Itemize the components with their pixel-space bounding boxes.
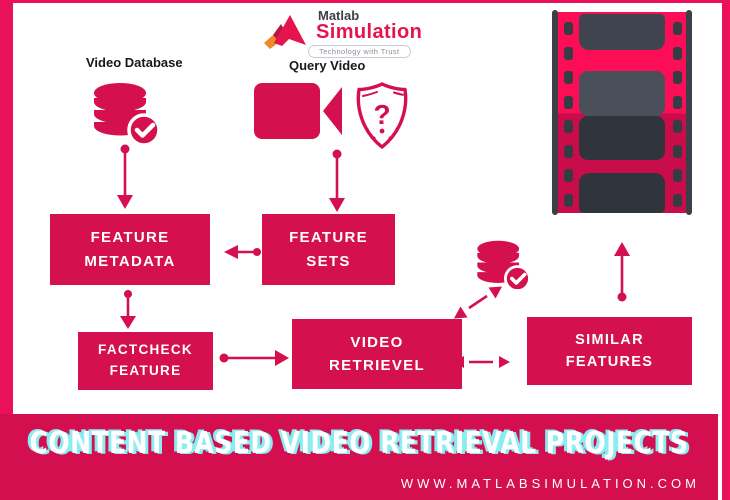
film-sprocket-hole [673, 47, 682, 60]
film-sprocket-hole [564, 169, 573, 182]
film-sprocket-hole [673, 194, 682, 207]
database-check-icon [94, 83, 161, 147]
film-sprocket-hole [564, 145, 573, 158]
node-label-line: FACTCHECK [98, 342, 193, 358]
film-rail-right [686, 10, 692, 215]
bottom-banner: CONTENT BASED VIDEO RETRIEVAL PROJECTS W… [0, 414, 718, 500]
film-frame [579, 71, 665, 116]
film-sprocket-hole [564, 47, 573, 60]
node-label-line: SETS [306, 252, 351, 270]
film-frame [579, 14, 665, 50]
brand-logo: Matlab Simulation Technology with Trust [262, 8, 437, 58]
arrow-similar-to-film [614, 242, 630, 302]
film-sprocket-hole [673, 120, 682, 133]
arrow-metadata-to-factcheck [120, 290, 136, 329]
node-feature-sets: FEATURE SETS [262, 214, 395, 285]
frame-border-right [722, 0, 730, 500]
arrow-query-to-sets [329, 149, 345, 212]
banner-title: CONTENT BASED VIDEO RETRIEVAL PROJECTS [29, 424, 689, 461]
arrow-database-to-metadata [117, 144, 133, 209]
film-sprocket-hole [564, 22, 573, 35]
node-label-line: FEATURE [109, 363, 182, 378]
node-label-line: FEATURE [289, 229, 368, 247]
node-label-line: METADATA [84, 252, 176, 270]
film-rail-left [552, 10, 558, 215]
database-check-icon [477, 240, 531, 292]
film-sprocket-hole [564, 120, 573, 133]
film-strip-icon [552, 10, 692, 215]
video-database-label: Video Database [86, 55, 183, 70]
node-video-retrievel: VIDEO RETRIEVEL [292, 319, 462, 389]
query-video-label: Query Video [289, 58, 366, 73]
film-sprocket-hole [673, 169, 682, 182]
node-label-line: FEATURE [90, 229, 170, 247]
shield-question-glyph: ? [373, 99, 390, 130]
node-factcheck-feature: FACTCHECK FEATURE [78, 332, 213, 390]
arrow-factcheck-to-retrievel [219, 350, 289, 366]
logo-tagline: Technology with Trust [308, 45, 411, 58]
film-sprocket-hole [564, 96, 573, 109]
node-feature-metadata: FEATURE METADATA [50, 214, 210, 285]
arrow-retrievel-to-similar [453, 356, 510, 368]
film-sprocket-hole [564, 194, 573, 207]
video-camera-icon [254, 83, 342, 139]
node-label-line: RETRIEVEL [329, 357, 425, 374]
node-label-line: SIMILAR [575, 331, 644, 348]
film-frame [579, 173, 665, 213]
logo-brand-main: Simulation [316, 21, 423, 43]
film-sprocket-hole [673, 71, 682, 84]
frame-border-top [0, 0, 730, 3]
matlab-triangle-icon [264, 15, 306, 49]
film-frame [579, 116, 665, 160]
arrow-retrievel-store-diagonal [453, 286, 503, 319]
shield-question-icon: ? [356, 82, 408, 149]
arrow-sets-to-metadata [224, 245, 261, 259]
logo-brand-top: Matlab [318, 8, 360, 23]
node-label-line: FEATURES [565, 354, 654, 370]
website-url: WWW.MATLABSIMULATION.COM [400, 476, 700, 491]
node-label-line: VIDEO [350, 333, 404, 351]
film-sprocket-hole [673, 145, 682, 158]
frame-border-left [0, 0, 13, 500]
film-sprocket-hole [564, 71, 573, 84]
film-sprocket-hole [673, 96, 682, 109]
film-sprocket-hole [673, 22, 682, 35]
node-similar-features: SIMILAR FEATURES [527, 317, 692, 385]
